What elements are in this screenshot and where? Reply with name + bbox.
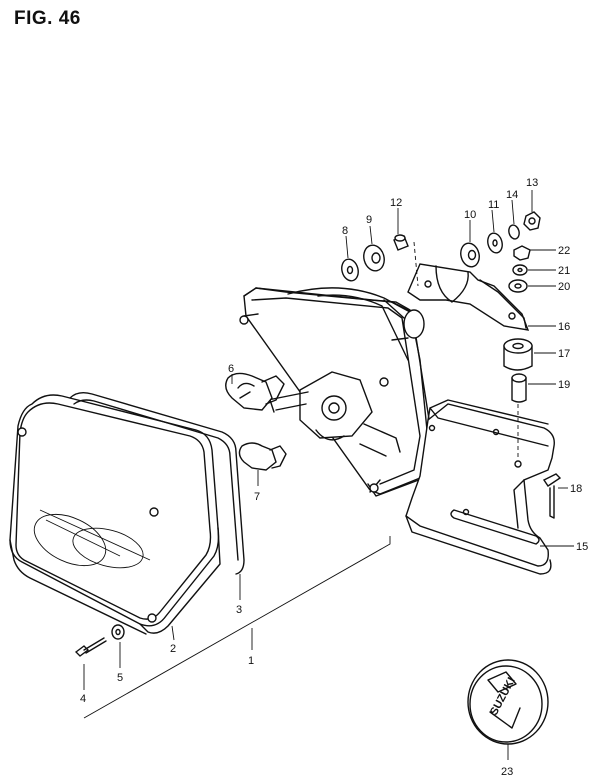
callout-14: 13 [526,177,538,189]
callout-10: 12 [390,197,402,209]
leader-lines [83,190,574,760]
callout-2: 2 [170,643,176,655]
lens [9,394,221,635]
gasket [69,391,245,575]
callout-16: 21 [558,265,570,277]
callout-8: 8 [342,225,348,237]
callout-12: 11 [488,199,499,211]
callout-17: 20 [558,281,570,293]
callout-15: 22 [558,245,570,257]
bulbs [225,372,287,471]
callout-9: 9 [366,214,372,226]
callout-3: 3 [236,604,242,616]
callout-11: 10 [464,209,476,221]
callout-4: 4 [80,693,86,705]
callout-6: 6 [228,363,234,375]
callout-22: 15 [576,541,588,553]
housing [239,287,433,497]
callout-labels: 1 2 3 4 5 6 7 8 9 12 10 11 14 13 22 21 2… [80,177,588,778]
callout-20: 19 [558,379,570,391]
emblem: SUZUKI [467,659,549,745]
callout-18: 16 [558,321,570,333]
callout-1: 1 [248,655,254,667]
figure-title: FIG. 46 [14,8,81,29]
small-hardware [74,211,562,657]
small-bracket [407,263,530,331]
callout-5: 5 [117,672,123,684]
callout-21: 18 [570,483,582,495]
mounting-bracket [405,399,555,575]
callout-19: 17 [558,348,570,360]
callout-13: 14 [506,189,518,201]
callout-7: 7 [254,491,260,503]
callout-23: 23 [501,766,513,778]
